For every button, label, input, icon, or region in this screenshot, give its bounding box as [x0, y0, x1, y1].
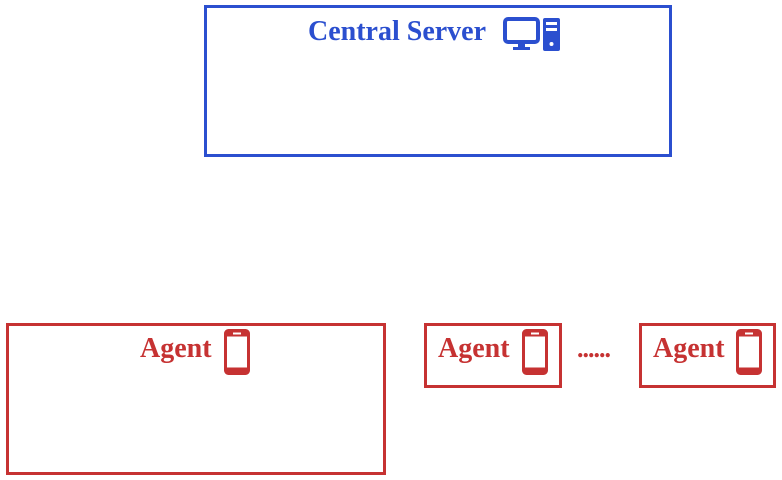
agent-box-large — [6, 323, 386, 475]
desktop-computer-icon — [503, 17, 560, 51]
smartphone-icon — [522, 329, 548, 375]
smartphone-icon — [736, 329, 762, 375]
agent-label: Agent — [653, 333, 725, 364]
central-server-title: Central Server — [308, 16, 487, 47]
agent-box-small — [424, 323, 562, 388]
agent-box-small — [639, 323, 776, 388]
agent-label: Agent — [140, 333, 212, 364]
central-server-box — [204, 5, 672, 157]
agent-label: Agent — [438, 333, 510, 364]
agents-ellipsis: ...... — [577, 334, 611, 363]
smartphone-icon — [224, 329, 250, 375]
